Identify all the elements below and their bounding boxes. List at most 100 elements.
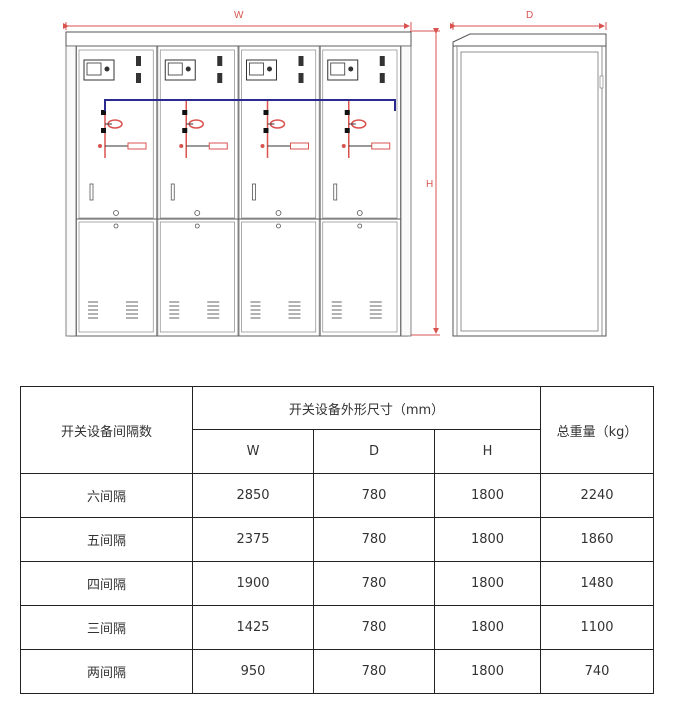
panel-frame <box>238 45 320 337</box>
cell-bays: 五间隔 <box>20 517 193 562</box>
header-dimensions: 开关设备外形尺寸（mm） <box>192 386 541 430</box>
lock-point <box>194 223 200 229</box>
panel-frame <box>319 45 401 337</box>
cell-bays: 四间隔 <box>20 561 193 606</box>
display-screen <box>330 62 346 76</box>
header-w: W <box>192 429 314 474</box>
contact-marker <box>101 128 106 133</box>
switch-lower <box>217 73 223 83</box>
cell-h: 1800 <box>434 473 541 518</box>
lower-door <box>159 221 235 333</box>
table-row: 五间隔 2375 780 1800 1860 <box>20 517 654 562</box>
contact-marker <box>182 110 188 115</box>
cell-bays: 三间隔 <box>20 605 193 650</box>
door-handle <box>333 183 338 201</box>
width-label: W <box>234 10 244 21</box>
table-subheader-row: W D H <box>21 429 654 474</box>
depth-dimension <box>450 22 607 30</box>
cell-h: 1800 <box>434 561 541 606</box>
contact-marker <box>344 128 350 133</box>
spec-table: 开关设备间隔数 开关设备外形尺寸（mm） 总重量（kg） W D H 六间隔 2… <box>20 386 654 694</box>
display-screen <box>86 62 102 76</box>
cell-weight: 1100 <box>540 605 654 650</box>
lower-door <box>322 221 398 333</box>
upper-door <box>322 49 398 219</box>
door-handle <box>252 183 256 201</box>
height-label: H <box>426 179 434 190</box>
cell-weight: 740 <box>540 649 654 694</box>
table-header-row: 开关设备间隔数 开关设备外形尺寸（mm） 总重量（kg） <box>20 386 654 474</box>
cell-w: 2375 <box>192 517 314 562</box>
header-total-weight: 总重量（kg） <box>540 386 654 474</box>
header-h: H <box>434 429 541 474</box>
contact-marker <box>344 110 350 115</box>
switch-upper <box>217 56 223 66</box>
cell-h: 1800 <box>434 649 541 694</box>
cell-d: 780 <box>313 517 435 562</box>
ground-point <box>341 144 346 148</box>
cell-weight: 1480 <box>540 561 654 606</box>
switch-upper <box>298 56 304 66</box>
cell-w: 950 <box>192 649 314 694</box>
ground-point <box>98 144 102 148</box>
side-view <box>452 33 607 337</box>
header-bay-count: 开关设备间隔数 <box>20 386 193 474</box>
cell-w: 1425 <box>192 605 314 650</box>
cell-w: 2850 <box>192 473 314 518</box>
cell-bays: 两间隔 <box>20 649 193 694</box>
contact-marker <box>263 110 269 115</box>
lock-point <box>357 223 363 229</box>
cell-h: 1800 <box>434 605 541 650</box>
table-row: 两间隔 950 780 1800 740 <box>20 649 654 694</box>
indicator-knob <box>185 66 191 72</box>
switch-lower <box>379 73 385 83</box>
upper-door <box>78 49 154 219</box>
front-view <box>65 31 412 337</box>
indicator-knob <box>348 66 354 72</box>
door-handle <box>170 183 175 201</box>
indicator-knob <box>267 66 272 72</box>
contact-marker <box>101 110 106 115</box>
contact-marker <box>263 128 269 133</box>
switchgear-drawing <box>63 22 607 337</box>
panel-frame <box>76 45 158 337</box>
table-row: 六间隔 2850 780 1800 2240 <box>20 473 654 518</box>
cell-weight: 2240 <box>540 473 654 518</box>
contact-marker <box>182 128 188 133</box>
depth-label: D <box>526 10 534 21</box>
lock-point <box>113 210 119 216</box>
indicator-knob <box>104 66 110 72</box>
ground-switch <box>208 142 228 150</box>
cell-bays: 六间隔 <box>20 473 193 518</box>
busbar <box>104 99 396 111</box>
lower-door <box>78 221 154 333</box>
lock-point <box>113 223 119 229</box>
switch-upper <box>136 56 141 66</box>
switch-upper <box>379 56 385 66</box>
header-d: D <box>313 429 435 474</box>
ground-point <box>260 144 265 148</box>
switch-lower <box>298 73 304 83</box>
lock-point <box>194 210 201 216</box>
cell-d: 780 <box>313 649 435 694</box>
ground-switch <box>127 142 147 150</box>
table-row: 四间隔 1900 780 1800 1480 <box>20 561 654 606</box>
width-dimension <box>63 22 412 30</box>
ground-point <box>179 144 184 148</box>
ground-switch <box>290 142 309 150</box>
cell-d: 780 <box>313 605 435 650</box>
height-dimension <box>410 28 440 336</box>
switch-lower <box>136 73 141 83</box>
cell-weight: 1860 <box>540 517 654 562</box>
cell-d: 780 <box>313 473 435 518</box>
cell-h: 1800 <box>434 517 541 562</box>
table-row: 三间隔 1425 780 1800 1100 <box>20 605 654 650</box>
display-screen <box>167 62 183 76</box>
upper-door <box>159 49 235 219</box>
ground-switch <box>371 142 391 150</box>
cell-w: 1900 <box>192 561 314 606</box>
lock-point <box>356 210 363 216</box>
upper-door <box>241 49 317 219</box>
door-handle <box>89 183 94 201</box>
lower-door <box>241 221 317 333</box>
